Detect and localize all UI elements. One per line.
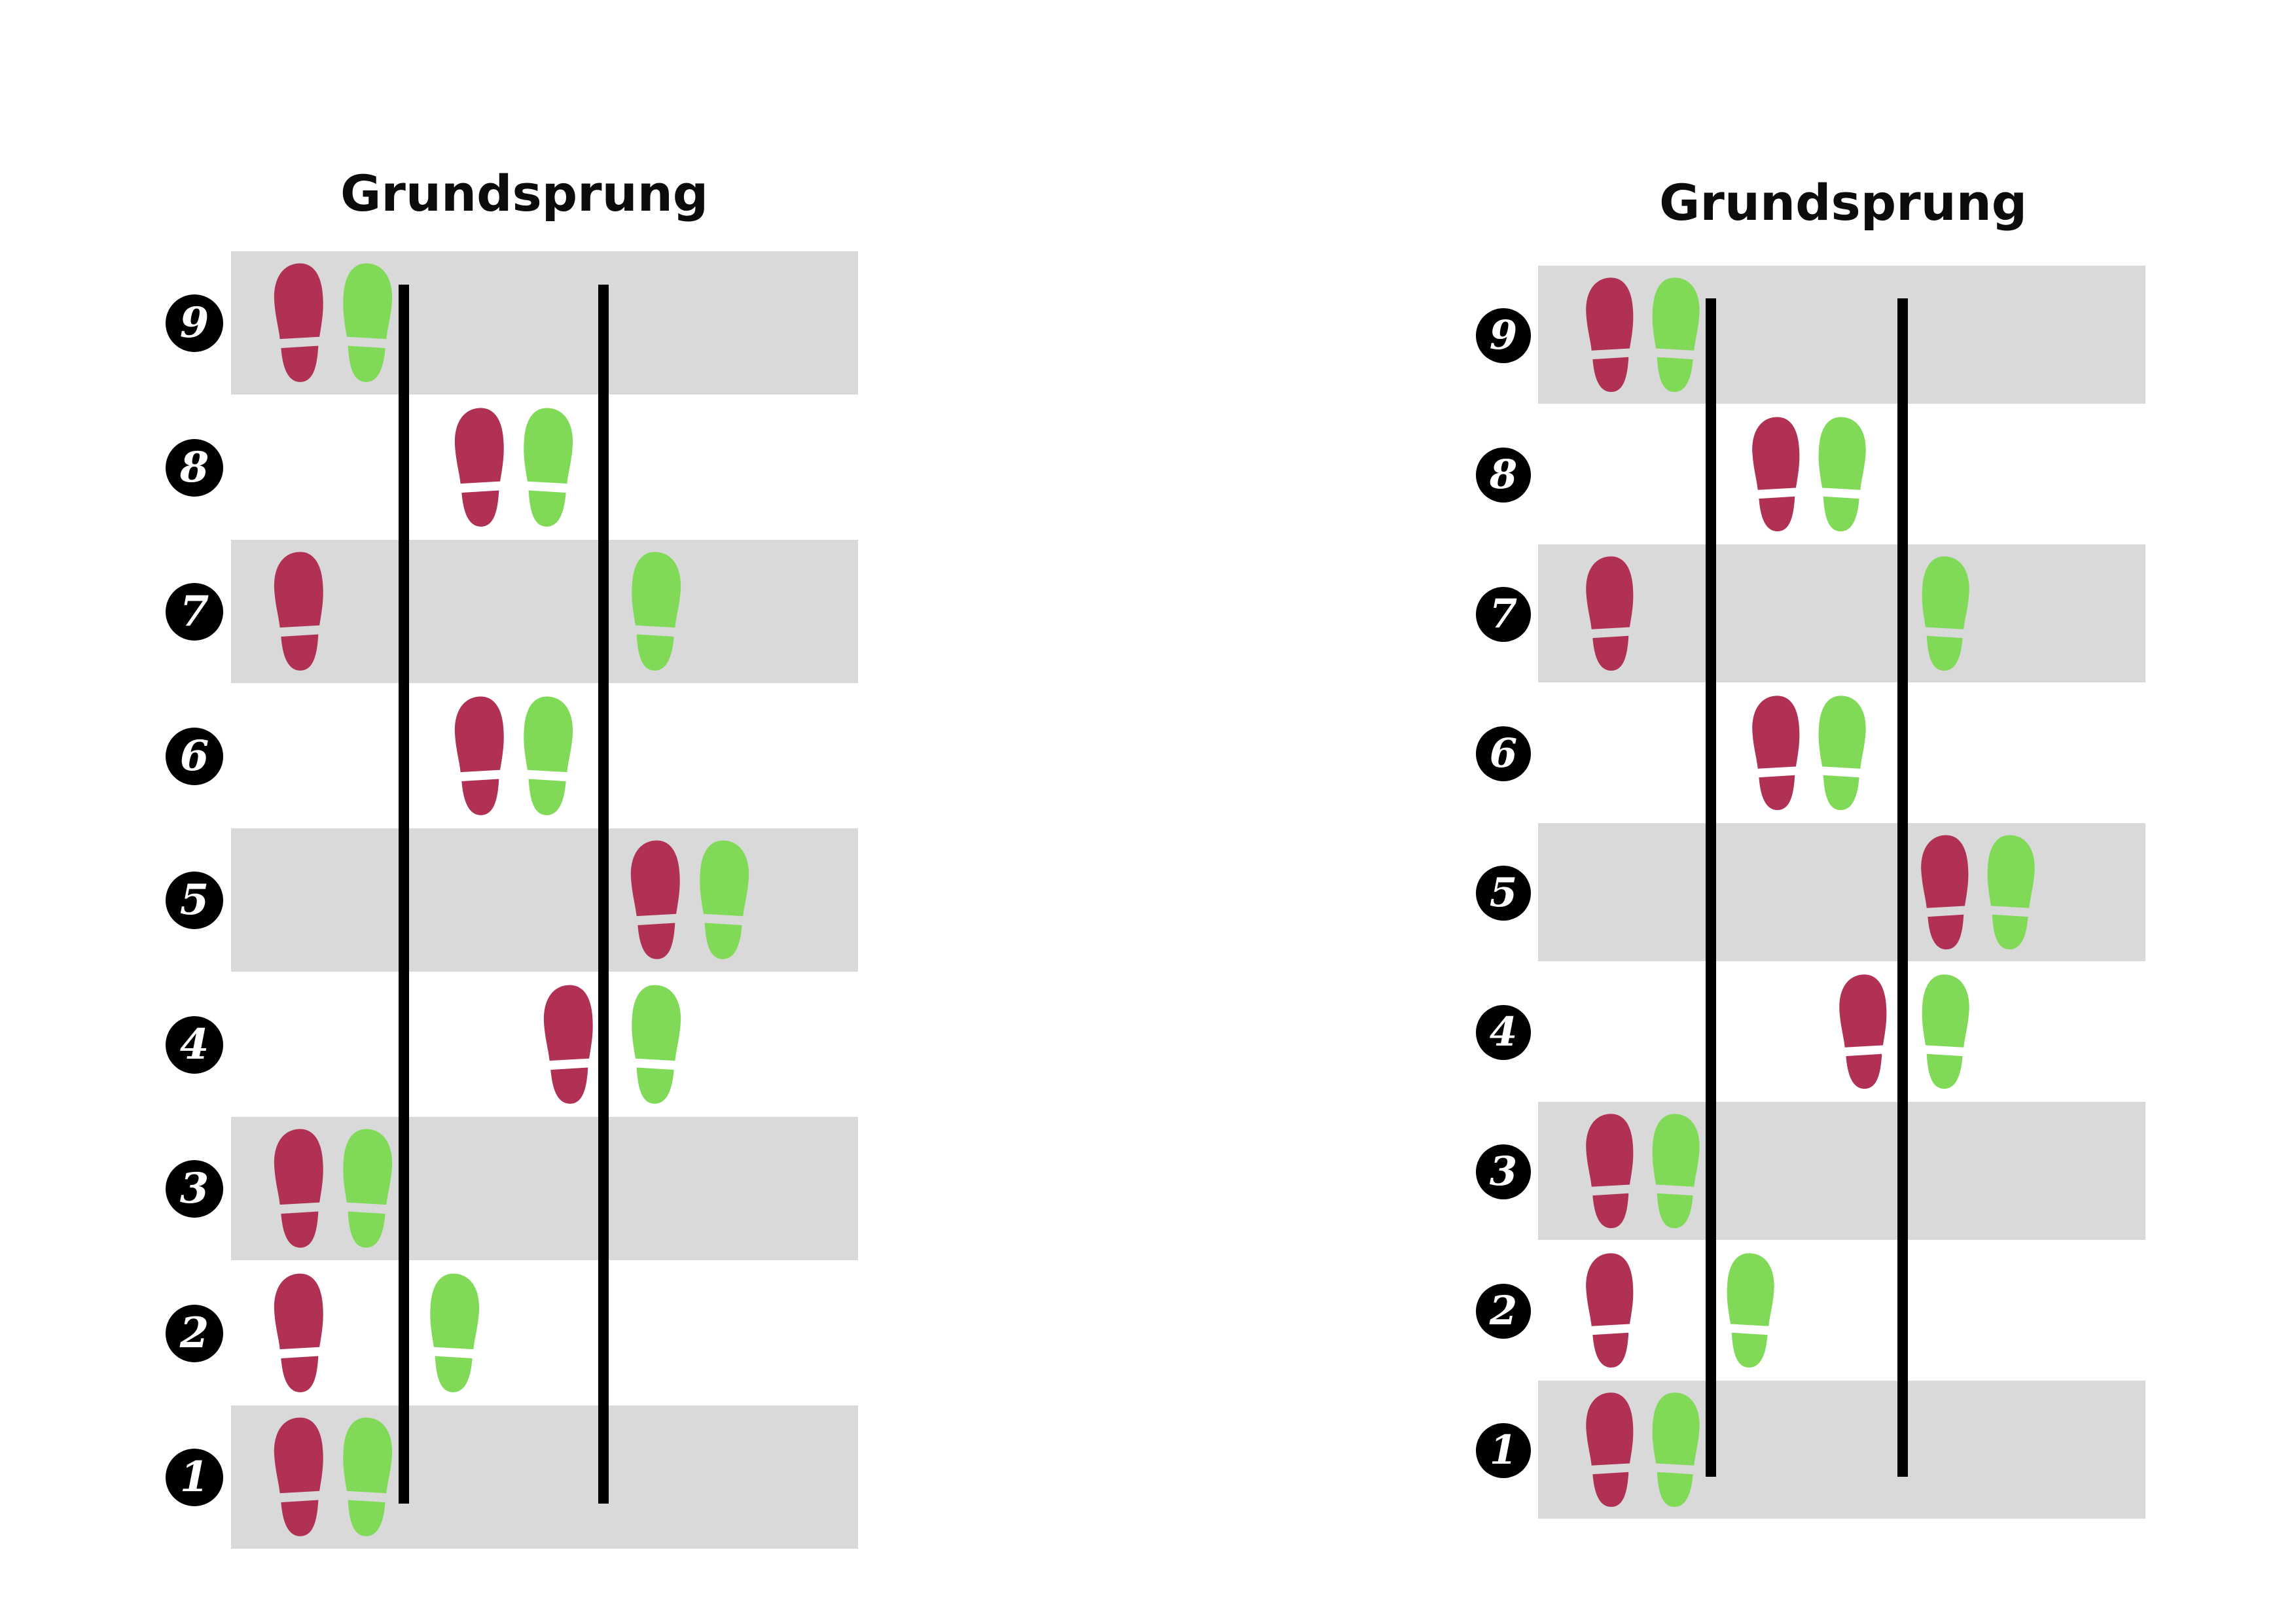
left-footprint-icon <box>630 840 680 960</box>
diagram-title: Grundsprung <box>340 164 709 222</box>
step-number: 4 <box>179 1019 209 1069</box>
rope-line-right <box>1897 298 1908 1477</box>
left-footprint-icon <box>1586 1392 1634 1508</box>
right-footprint-icon <box>524 408 573 527</box>
left-footprint-icon <box>1586 277 1634 393</box>
step-number: 3 <box>1489 1148 1518 1195</box>
right-footprint-icon <box>524 696 573 815</box>
right-footprint-icon <box>343 1129 393 1248</box>
left-footprint-icon <box>454 408 504 527</box>
right-footprint-icon <box>1987 835 2035 950</box>
step-number-badge: 4 <box>1476 1004 1531 1060</box>
step-number-badge: 7 <box>166 583 223 641</box>
step-number-badge: 2 <box>166 1304 223 1362</box>
right-footprint-icon <box>1922 974 1969 1089</box>
step-number-badge: 3 <box>1476 1144 1531 1199</box>
left-footprint-icon <box>454 696 504 815</box>
right-footprint-icon <box>1652 277 1700 393</box>
step-number-badge: 5 <box>166 872 223 930</box>
left-footprint-icon <box>274 1417 323 1537</box>
step-number: 8 <box>1489 451 1518 498</box>
step-number-badge: 8 <box>166 438 223 497</box>
right-footprint-icon <box>632 552 681 671</box>
step-number-badge: 7 <box>1476 586 1531 642</box>
row-stripe <box>231 540 858 683</box>
step-number: 4 <box>1489 1009 1518 1055</box>
step-number-badge: 4 <box>166 1015 223 1074</box>
row-stripe <box>1538 1102 2145 1240</box>
step-number: 1 <box>179 1453 209 1502</box>
right-footprint-icon <box>343 1417 393 1537</box>
right-footprint-icon <box>700 840 749 960</box>
step-number: 8 <box>179 442 209 492</box>
step-number-badge: 5 <box>1476 865 1531 921</box>
left-footprint-icon <box>274 552 323 671</box>
left-footprint-icon <box>1839 974 1887 1089</box>
left-footprint-icon <box>543 985 593 1104</box>
row-stripe <box>231 1405 858 1549</box>
right-footprint-icon <box>343 263 393 383</box>
step-number-badge: 6 <box>1476 726 1531 781</box>
rope-line-left <box>399 285 409 1504</box>
step-number: 9 <box>179 298 209 348</box>
step-number-badge: 9 <box>1476 308 1531 363</box>
step-number: 1 <box>1489 1427 1518 1474</box>
step-number-badge: 2 <box>1476 1283 1531 1339</box>
left-footprint-icon <box>1921 835 1969 950</box>
left-footprint-icon <box>1752 417 1800 532</box>
step-number-badge: 9 <box>166 294 223 353</box>
step-number: 6 <box>1489 730 1518 777</box>
row-stripe <box>1538 266 2145 404</box>
left-footprint-icon <box>1586 1114 1634 1229</box>
left-footprint-icon <box>1586 556 1634 671</box>
right-footprint-icon <box>1652 1114 1700 1229</box>
right-footprint-icon <box>1922 556 1969 671</box>
right-footprint-icon <box>632 985 681 1104</box>
right-footprint-icon <box>1652 1392 1700 1508</box>
step-number-badge: 8 <box>1476 447 1531 503</box>
step-number: 9 <box>1489 312 1518 359</box>
diagram-left: Grundsprung 9 8 7 6 5 4 3 2 1 <box>166 164 858 1549</box>
step-number: 7 <box>1489 591 1518 637</box>
right-footprint-icon <box>430 1273 480 1392</box>
right-footprint-icon <box>1818 417 1866 532</box>
row-stripe <box>231 828 858 972</box>
right-footprint-icon <box>1818 696 1866 811</box>
rope-line-left <box>1706 298 1716 1477</box>
right-footprint-icon <box>1727 1253 1774 1368</box>
row-stripe <box>1538 823 2145 961</box>
diagram-title: Grundsprung <box>1659 173 2028 232</box>
step-number-badge: 1 <box>166 1449 223 1507</box>
left-footprint-icon <box>274 263 323 383</box>
step-number: 6 <box>179 731 209 781</box>
step-number: 5 <box>1489 870 1518 916</box>
step-number-badge: 1 <box>1476 1422 1531 1478</box>
row-stripe <box>231 251 858 395</box>
left-footprint-icon <box>274 1129 323 1248</box>
step-number: 5 <box>179 875 209 925</box>
row-stripe <box>231 1117 858 1260</box>
left-footprint-icon <box>274 1273 323 1392</box>
step-number: 3 <box>179 1164 209 1214</box>
left-footprint-icon <box>1752 696 1800 811</box>
step-number: 2 <box>179 1308 209 1358</box>
step-number-badge: 6 <box>166 727 223 785</box>
step-number: 2 <box>1489 1288 1518 1334</box>
row-stripe <box>1538 544 2145 682</box>
step-number: 7 <box>179 587 209 637</box>
step-number-badge: 3 <box>166 1160 223 1218</box>
rope-line-right <box>598 285 609 1504</box>
left-footprint-icon <box>1586 1253 1634 1368</box>
row-stripe <box>1538 1381 2145 1519</box>
